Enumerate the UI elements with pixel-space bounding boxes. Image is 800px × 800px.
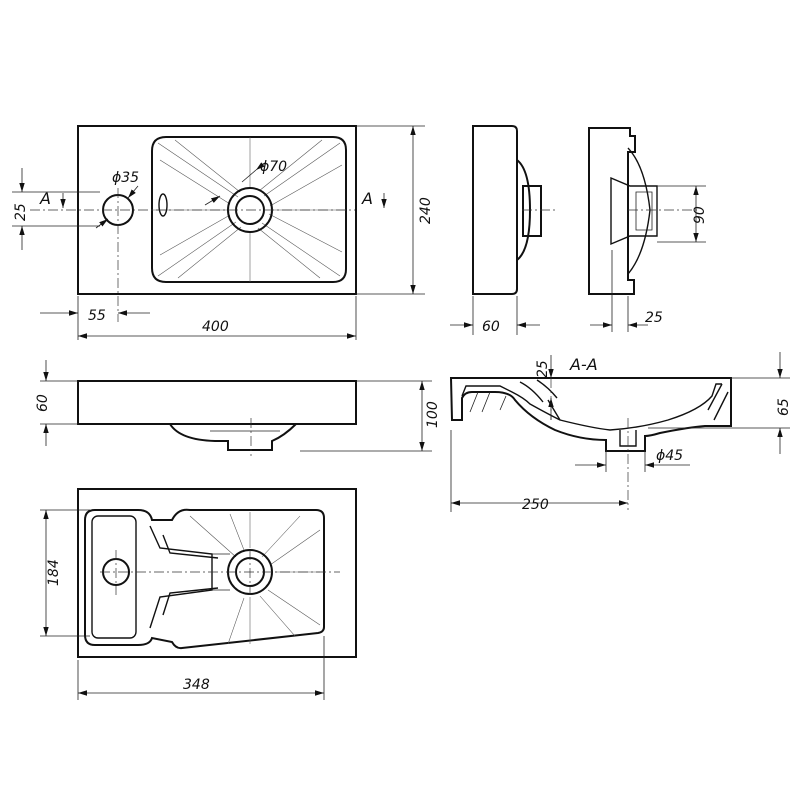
width-dim: 400: [202, 319, 229, 335]
section-view: A-A 25 65 ϕ45 250: [449, 352, 792, 513]
front-rim: [77, 380, 357, 425]
section-outline: [449, 377, 732, 452]
section-bowl-inner: [461, 383, 722, 431]
section-drain-position-dim: 250: [522, 497, 549, 513]
bottom-bowl-outline: [84, 508, 325, 650]
rear-bowl-curve: [627, 147, 651, 275]
front-view: 60 100: [35, 360, 441, 456]
basin-outline: [77, 125, 357, 295]
section-hatch: [469, 391, 507, 413]
side-drain: [522, 185, 542, 237]
top-view: A A ϕ35 ϕ70 25 55 400 240: [12, 125, 434, 340]
bottom-tap-deck: [91, 515, 137, 639]
drain-hole-diameter: ϕ70: [260, 159, 287, 175]
bottom-channel-left: [149, 525, 213, 629]
side-profile: [472, 125, 518, 295]
tap-hole-diameter: ϕ35: [112, 170, 139, 186]
side-view: 60: [450, 125, 555, 335]
bowl-outline: [151, 136, 347, 283]
section-rim-offset-dim: 25: [535, 360, 551, 378]
rim-height-dim: 60: [35, 394, 51, 412]
depth-dim: 240: [418, 197, 434, 224]
bottom-view: 184 348: [40, 488, 357, 700]
rear-drain-section: [610, 176, 658, 246]
side-depth-dim: 60: [482, 319, 500, 335]
front-bowl-underside: [169, 423, 297, 451]
section-mark-right: A: [361, 189, 373, 208]
overflow-slot: [158, 193, 168, 217]
hole-offset-dim: 55: [88, 308, 106, 324]
section-drain-diameter: ϕ45: [656, 448, 683, 464]
bottom-slope-lines: [189, 512, 321, 645]
bottom-channel-inner: [162, 534, 219, 616]
section-mark-left: A: [39, 189, 51, 208]
bottom-outline: [77, 488, 357, 658]
bottom-bowl-depth-dim: 184: [46, 559, 62, 586]
bowl-slope-lines: [152, 137, 346, 282]
rear-drain-depth-dim: 25: [645, 310, 663, 326]
drain-leader: [241, 169, 257, 183]
section-right-wall: [707, 383, 729, 421]
hole-height-dim: 25: [13, 203, 29, 221]
rear-drain-height-dim: 90: [692, 206, 708, 224]
total-height-dim: 100: [425, 401, 441, 428]
section-bowl-depth-dim: 65: [776, 398, 792, 416]
rear-view: 90 25: [588, 127, 708, 332]
rear-drain-inner: [635, 191, 653, 231]
section-title: A-A: [569, 355, 598, 374]
rear-profile: [588, 127, 636, 295]
bottom-bowl-width-dim: 348: [183, 677, 210, 693]
